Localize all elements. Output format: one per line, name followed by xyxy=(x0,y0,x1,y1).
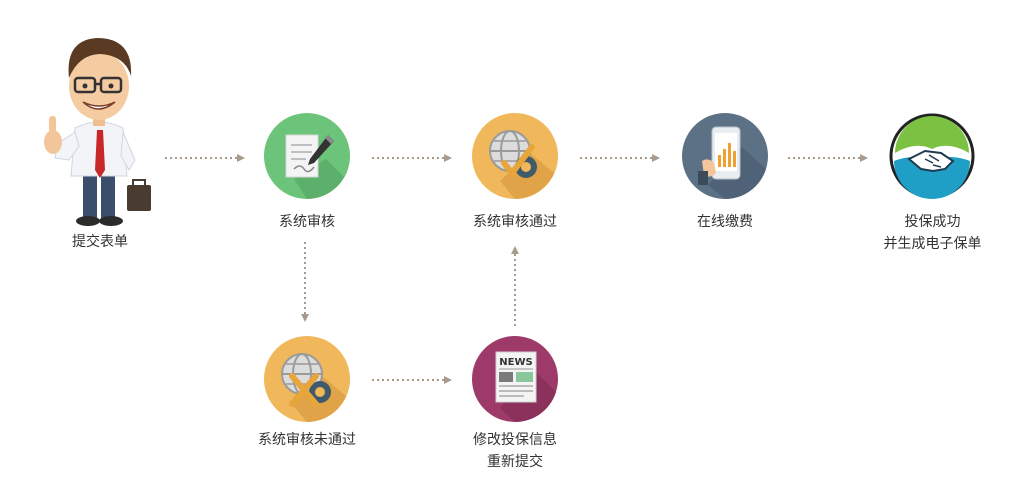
globe-gear-cross-icon xyxy=(264,336,350,422)
passed-node xyxy=(472,113,558,199)
document-pen-icon xyxy=(264,113,350,199)
arrow-right-2 xyxy=(372,154,452,162)
arrow-up-1 xyxy=(511,246,519,326)
success-node xyxy=(889,113,975,199)
modify-line-1: 修改投保信息 xyxy=(473,432,557,448)
step-label-review-passed: 系统审核通过 xyxy=(473,214,557,230)
success-line-2: 并生成电子保单 xyxy=(883,236,982,252)
arrow-right-5 xyxy=(372,376,452,384)
businessman-thumbs-up-icon xyxy=(44,38,151,226)
step-label-success: 投保成功 并生成电子保单 xyxy=(855,211,1010,255)
modify-line-2: 重新提交 xyxy=(487,454,543,470)
handshake-icon xyxy=(889,113,975,199)
arrow-down-1 xyxy=(301,242,309,322)
success-line-1: 投保成功 xyxy=(904,214,961,230)
newspaper-icon: NEWS xyxy=(472,336,558,422)
payment-node xyxy=(682,113,768,199)
step-label-review-failed: 系统审核未通过 xyxy=(258,432,356,448)
person-node xyxy=(35,20,155,228)
step-label-modify: 修改投保信息 重新提交 xyxy=(445,429,585,473)
step-label-system-review: 系统审核 xyxy=(279,214,335,230)
arrow-right-1 xyxy=(165,154,245,162)
phone-chart-icon xyxy=(682,113,768,199)
news-text: NEWS xyxy=(499,357,532,368)
step-label-submit-form: 提交表单 xyxy=(72,234,128,250)
arrow-right-4 xyxy=(788,154,868,162)
failed-node xyxy=(264,336,350,422)
review-node xyxy=(264,113,350,199)
modify-node: NEWS xyxy=(472,336,558,422)
step-label-online-payment: 在线缴费 xyxy=(697,214,753,230)
globe-gear-check-icon xyxy=(472,113,558,199)
arrow-right-3 xyxy=(580,154,660,162)
